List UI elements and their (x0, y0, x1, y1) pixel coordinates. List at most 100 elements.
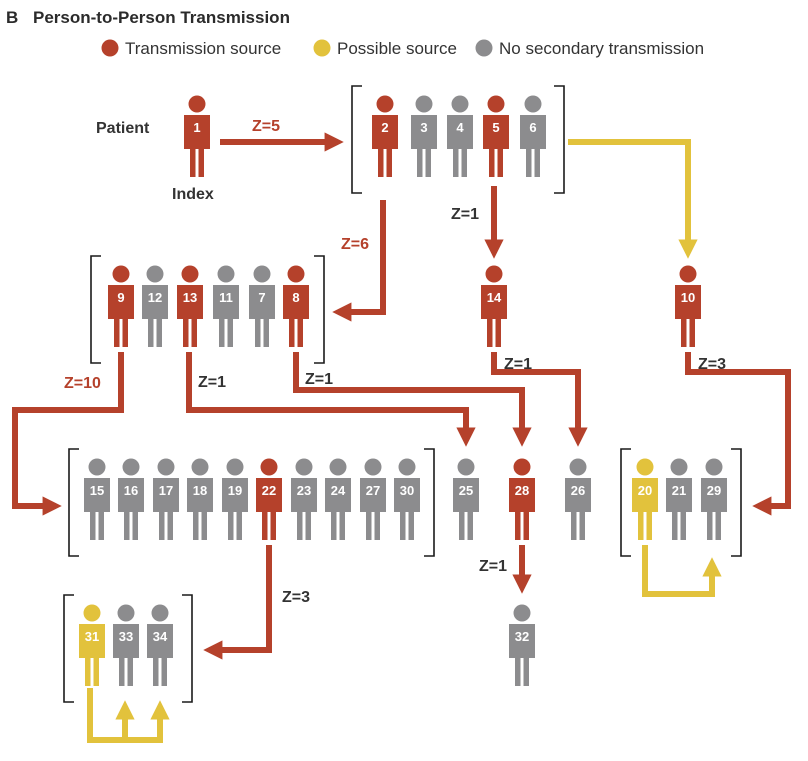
group-bracket-left (351, 85, 362, 194)
person-28: 28 (509, 458, 535, 540)
person-number: 29 (707, 483, 721, 498)
person-number: 5 (492, 120, 499, 135)
group-bracket-right (314, 255, 325, 364)
person-number: 28 (515, 483, 529, 498)
legend-label-no-secondary: No secondary transmission (499, 39, 704, 58)
person-2: 2 (372, 95, 398, 177)
legend-dot-transmission-source (101, 39, 119, 57)
transmission-arrow-8-to-28 (293, 352, 532, 447)
person-13: 13 (177, 265, 203, 347)
person-number: 19 (228, 483, 242, 498)
person-number: 1 (193, 120, 200, 135)
group-bracket-right (182, 594, 193, 703)
edge-label-z: Z=3 (698, 356, 726, 373)
group-bracket-left (63, 594, 74, 703)
edge-label-z: Z=6 (341, 236, 369, 253)
person-22: 22 (256, 458, 282, 540)
transmission-arrow-2-to-group (332, 200, 386, 322)
person-16: 16 (118, 458, 144, 540)
person-number: 7 (258, 290, 265, 305)
person-number: 4 (456, 120, 464, 135)
person-17: 17 (153, 458, 179, 540)
person-23: 23 (291, 458, 317, 540)
person-8: 8 (283, 265, 309, 347)
panel-label: B (6, 8, 18, 27)
person-25: 25 (453, 458, 479, 540)
edge-label-z: Z=1 (305, 371, 333, 388)
edge-label-z: Z=1 (451, 206, 479, 223)
person-number: 8 (292, 290, 299, 305)
person-19: 19 (222, 458, 248, 540)
possible-arrow-6-to-10 (568, 139, 698, 259)
person-number: 34 (153, 629, 168, 644)
patient-label: Patient (96, 120, 150, 137)
person-4: 4 (447, 95, 473, 177)
person-number: 2 (381, 120, 388, 135)
person-7: 7 (249, 265, 275, 347)
edge-label-z: Z=1 (479, 558, 507, 575)
person-number: 26 (571, 483, 585, 498)
person-11: 11 (213, 265, 239, 347)
transmission-arrow-9-to-group (12, 352, 124, 516)
group-bracket-left (90, 255, 101, 364)
person-20: 20 (632, 458, 658, 540)
person-1: 1 (184, 95, 210, 177)
index-label: Index (172, 186, 214, 203)
person-number: 24 (331, 483, 346, 498)
person-number: 22 (262, 483, 276, 498)
person-32: 32 (509, 604, 535, 686)
group-bracket-right (554, 85, 565, 194)
edge-label-z: Z=1 (504, 356, 532, 373)
group-bracket-left (620, 448, 631, 557)
person-number: 23 (297, 483, 311, 498)
person-29: 29 (701, 458, 727, 540)
person-24: 24 (325, 458, 351, 540)
person-14: 14 (481, 265, 507, 347)
person-number: 13 (183, 290, 197, 305)
transmission-arrow-14-to-26 (491, 352, 588, 447)
person-30: 30 (394, 458, 420, 540)
person-number: 14 (487, 290, 502, 305)
person-18: 18 (187, 458, 213, 540)
person-number: 25 (459, 483, 473, 498)
group-bracket-right (424, 448, 435, 557)
person-number: 30 (400, 483, 414, 498)
person-number: 21 (672, 483, 686, 498)
person-number: 9 (117, 290, 124, 305)
group-bracket-left (68, 448, 79, 557)
person-number: 27 (366, 483, 380, 498)
person-number: 31 (85, 629, 99, 644)
person-number: 33 (119, 629, 133, 644)
person-number: 18 (193, 483, 207, 498)
person-9: 9 (108, 265, 134, 347)
person-number: 10 (681, 290, 695, 305)
transmission-arrow-22-to-group (203, 545, 272, 660)
person-number: 6 (529, 120, 536, 135)
legend-label-possible-source: Possible source (337, 39, 457, 58)
diagram-title: Person-to-Person Transmission (33, 8, 290, 27)
person-number: 12 (148, 290, 162, 305)
person-10: 10 (675, 265, 701, 347)
group-bracket-right (731, 448, 742, 557)
edge-label-z: Z=10 (64, 375, 101, 392)
transmission-arrow-10-to-group (685, 352, 791, 516)
person-number: 3 (420, 120, 427, 135)
edge-label-z: Z=1 (198, 374, 226, 391)
person-12: 12 (142, 265, 168, 347)
edge-label-z: Z=5 (252, 118, 280, 135)
legend: Transmission source Possible source No s… (101, 39, 704, 58)
person-3: 3 (411, 95, 437, 177)
person-number: 11 (219, 290, 233, 305)
legend-label-transmission-source: Transmission source (125, 39, 281, 58)
person-26: 26 (565, 458, 591, 540)
person-number: 17 (159, 483, 173, 498)
person-34: 34 (147, 604, 173, 686)
person-33: 33 (113, 604, 139, 686)
person-number: 16 (124, 483, 138, 498)
person-6: 6 (520, 95, 546, 177)
person-27: 27 (360, 458, 386, 540)
person-21: 21 (666, 458, 692, 540)
person-15: 15 (84, 458, 110, 540)
